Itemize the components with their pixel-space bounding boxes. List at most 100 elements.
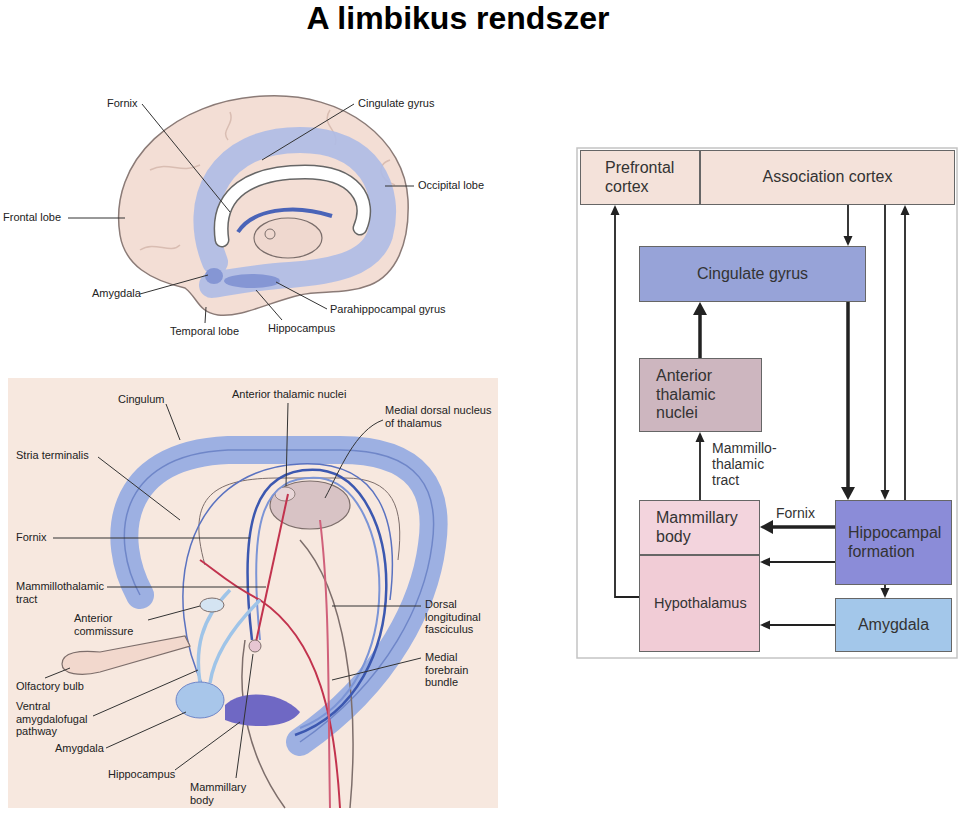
connector xyxy=(881,205,890,500)
leader-line xyxy=(107,587,266,588)
structure-label: Parahippocampal gyrus xyxy=(330,303,446,316)
flow-box: Mammillary body xyxy=(639,500,760,555)
connector xyxy=(760,520,835,534)
leader-line xyxy=(98,457,180,520)
structure-label: Mammillary body xyxy=(190,781,255,806)
connector-line xyxy=(769,624,835,626)
flow-box: Prefrontal cortex xyxy=(580,150,700,205)
connector-line xyxy=(699,441,701,500)
connector xyxy=(760,621,835,630)
arrow-head xyxy=(760,558,770,567)
diagram-frame xyxy=(577,148,957,658)
structure-label: Hippocampus xyxy=(108,768,175,781)
box-text: Anterior thalamic nuclei xyxy=(656,367,749,422)
leader-lines-top xyxy=(68,104,414,323)
callosum-outline xyxy=(199,478,400,565)
edge-label: Fornix xyxy=(776,505,815,521)
brain-illustration-bottom xyxy=(62,450,434,808)
connector xyxy=(841,302,855,500)
flow-box: Cingulate gyrus xyxy=(639,246,866,302)
arrow-head xyxy=(696,432,705,442)
arrow-head xyxy=(881,588,890,598)
structure-label: Medial dorsal nucleus of thalamus xyxy=(385,404,497,429)
leader-line xyxy=(236,654,253,778)
connector xyxy=(901,205,910,500)
cingulum-core xyxy=(124,450,433,742)
brain-illustration-top xyxy=(119,96,409,316)
arrow-head xyxy=(844,236,853,246)
structure-label: Anterior thalamic nuclei xyxy=(232,388,346,401)
leader-line xyxy=(175,722,240,770)
page-title: A limbikus rendszer xyxy=(258,0,658,36)
arrow-head xyxy=(611,205,620,215)
edge-label: Mammillo- thalamic tract xyxy=(712,440,790,488)
box-text: Prefrontal cortex xyxy=(605,159,691,196)
leader-line xyxy=(53,538,250,539)
box-text: Hypothalamus xyxy=(654,595,747,612)
connector-line xyxy=(904,214,906,500)
cingulum-shape xyxy=(124,450,433,742)
flow-box: Amygdala xyxy=(835,598,952,652)
leader-line xyxy=(205,307,206,323)
leader-line xyxy=(166,404,180,440)
leader-line xyxy=(286,403,288,486)
leader-line xyxy=(332,658,421,680)
leader-line xyxy=(385,186,414,187)
box-text: Mammillary body xyxy=(656,509,747,546)
structure-label: Dorsal longitudinal fasciculus xyxy=(425,598,500,636)
leader-line xyxy=(68,218,125,219)
leader-line xyxy=(106,712,186,748)
connector xyxy=(696,432,705,500)
structure-label: Hippocampus xyxy=(268,322,335,335)
leader-line xyxy=(262,104,354,160)
fornix-shape xyxy=(247,470,386,735)
box-text: Hippocampal formation xyxy=(848,524,943,561)
connector xyxy=(760,558,835,567)
structure-label: Cingulate gyrus xyxy=(358,97,434,110)
arrow-head xyxy=(881,490,890,500)
structure-label: Stria terminalis xyxy=(16,449,89,462)
connector-line xyxy=(698,314,702,358)
flow-box: Anterior thalamic nuclei xyxy=(639,358,762,432)
thalamus-shape xyxy=(254,218,322,258)
limbic-lobe-band xyxy=(206,140,383,285)
structure-label: Fornix xyxy=(16,531,47,544)
connector xyxy=(844,205,853,246)
box-text: Cingulate gyrus xyxy=(697,265,808,283)
fasciculus-shape xyxy=(320,520,330,808)
connector-line xyxy=(847,205,849,237)
leader-line xyxy=(140,275,208,294)
flow-box: Hypothalamus xyxy=(639,555,760,652)
mammillary-shape xyxy=(249,640,261,652)
brain-outline xyxy=(119,96,409,316)
structure-label: Mammillothalamic tract xyxy=(16,580,111,605)
commissure-shape xyxy=(200,598,224,612)
structure-label: Cingulum xyxy=(118,393,164,406)
structure-label: Fornix xyxy=(107,97,138,110)
arrow-head xyxy=(901,205,910,215)
leader-line xyxy=(276,282,327,309)
stria-terminalis-shape xyxy=(183,464,392,690)
leader-line xyxy=(142,104,230,212)
connector-line xyxy=(846,302,850,488)
hippocampus-shape xyxy=(224,274,280,288)
leader-line xyxy=(325,420,383,498)
amygdala-shape xyxy=(205,268,223,284)
leader-line xyxy=(256,290,282,320)
structure-label: Frontal lobe xyxy=(3,211,61,224)
leader-line xyxy=(93,670,198,716)
connector xyxy=(693,302,707,358)
structure-label: Temporal lobe xyxy=(170,325,239,338)
hippocampus-shape xyxy=(225,695,300,727)
illustration-panel xyxy=(8,378,498,808)
box-text: Association cortex xyxy=(763,168,893,186)
leader-line xyxy=(45,668,70,678)
structure-label: Medial forebrain bundle xyxy=(425,651,495,689)
arrow-head xyxy=(693,302,707,315)
arrow-head xyxy=(841,487,855,500)
structure-label: Amygdala xyxy=(92,287,141,300)
structure-label: Olfactory bulb xyxy=(16,680,84,693)
structure-label: Occipital lobe xyxy=(418,179,484,192)
flow-box: Association cortex xyxy=(700,150,955,205)
